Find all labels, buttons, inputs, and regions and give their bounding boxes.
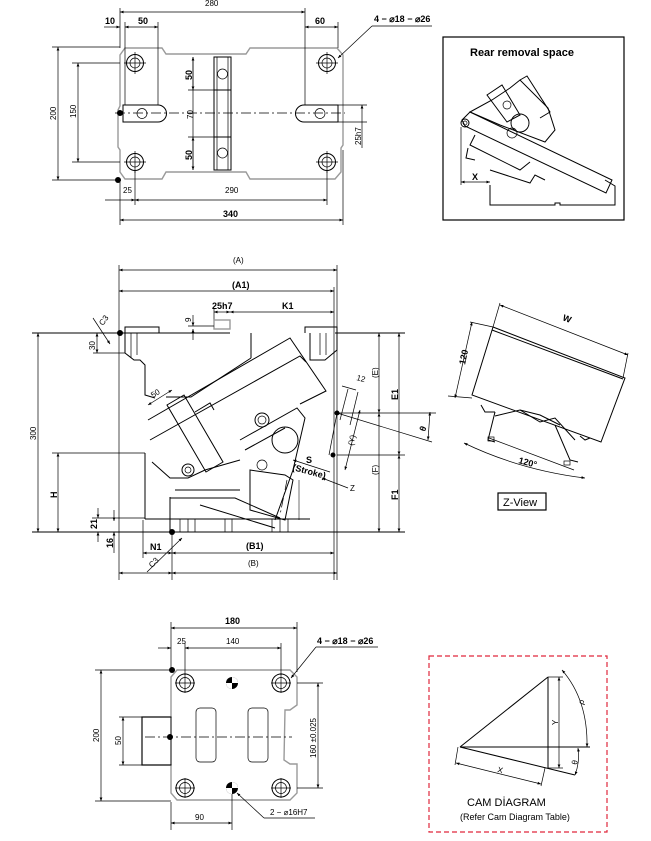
bottom-slot-left: [195, 707, 217, 763]
top-slot-right: [295, 104, 339, 123]
cam-rho: ρ: [576, 698, 586, 706]
dim-bottom-50: 50: [114, 736, 123, 745]
cam-x: X: [497, 765, 505, 775]
dim-90: 90: [195, 813, 204, 822]
dim-theta: θ: [417, 425, 428, 433]
bottom-hole-tl: [175, 673, 195, 693]
cam-diagram-subtitle: (Refer Cam Diagram Table): [460, 812, 570, 822]
z-view-w: W: [561, 313, 573, 326]
dim-25: 25: [123, 186, 132, 195]
rear-removal-panel: Rear removal space X: [442, 36, 625, 221]
z-view-angle: 120°: [517, 455, 538, 470]
bottom-slot-right: [247, 707, 269, 763]
dim-16: 16: [105, 538, 115, 548]
rear-removal-frame: [442, 36, 625, 221]
dim-280: 280: [205, 0, 219, 8]
top-hole-bl: [124, 151, 146, 173]
top-hole-br: [316, 151, 338, 173]
top-hole-callout: 4 − ⌀18 − ⌀26: [374, 14, 430, 24]
dim-y-paren: (Y): [346, 434, 358, 447]
dim-50: 50: [138, 16, 148, 26]
dim-z: Z: [350, 484, 355, 493]
dim-12: 12: [355, 373, 366, 384]
top-hole-tr: [316, 52, 338, 74]
dim-180: 180: [225, 616, 240, 626]
dim-h: H: [49, 492, 59, 499]
top-plate-outline: [117, 47, 344, 180]
dim-10: 10: [105, 16, 115, 26]
dim-b: (B): [248, 559, 259, 568]
dim-e1: E1: [390, 389, 400, 400]
top-slot-left: [122, 104, 167, 123]
cam-diagram-title: CAM DİAGRAM: [467, 796, 546, 809]
dim-c3-top: C3: [97, 313, 111, 327]
dim-160: 160 ±0.025: [309, 717, 318, 758]
dim-9: 9: [184, 317, 193, 322]
dim-50-upper: 50: [184, 70, 194, 80]
dim-a1: (A1): [232, 280, 250, 290]
rear-removal-title: Rear removal space: [470, 47, 574, 59]
z-view-120: 120: [457, 349, 470, 366]
dim-200: 200: [49, 106, 58, 120]
bottom-hole-tr: [271, 673, 291, 693]
z-view-label-box: [497, 492, 547, 511]
bottom-hole-br: [271, 778, 291, 798]
dim-bottom-200: 200: [92, 728, 101, 742]
dim-n1: N1: [150, 542, 162, 552]
dim-e-paren: (E): [371, 367, 380, 378]
dim-140: 140: [226, 637, 240, 646]
top-clamp-block-upper: [213, 56, 232, 91]
dim-21: 21: [89, 519, 99, 529]
key-block: [213, 319, 231, 330]
top-view: 280 10 50 60 200 150 50 70 50 25h7 25 29…: [49, 0, 432, 225]
dim-60: 60: [315, 16, 325, 26]
dim-k1: K1: [282, 301, 294, 311]
dim-150: 150: [69, 104, 78, 118]
dim-340: 340: [223, 209, 238, 219]
dim-f1: F1: [390, 489, 400, 500]
bottom-hole-bl: [175, 778, 195, 798]
dim-bottom-25: 25: [177, 637, 186, 646]
z-view-body: [471, 326, 626, 443]
bottom-hole-callout: 4 − ⌀18 − ⌀26: [317, 636, 373, 646]
dim-300: 300: [29, 426, 38, 440]
dim-a: (A): [233, 256, 244, 265]
dim-30: 30: [88, 341, 97, 350]
bottom-pin-callout: 2 − ⌀16H7: [270, 808, 308, 817]
datum-mark: [117, 110, 123, 116]
bottom-pin-bottom: [226, 782, 238, 794]
dim-25h7: 25h7: [354, 127, 363, 145]
dim-c3-bottom: C3: [147, 555, 161, 569]
z-view: W 120 120° Z-View: [447, 302, 629, 511]
cam-theta: θ: [570, 759, 580, 765]
bottom-view: 180 25 140 200 50 160 ±0.025 90 4 − ⌀18 …: [92, 616, 378, 830]
bottom-plate-outline: [141, 669, 298, 801]
side-view: (A) (A1) 25h7 K1 9: [29, 256, 436, 580]
dim-70: 70: [186, 110, 195, 119]
dim-b1: (B1): [246, 541, 264, 551]
top-hole-tl: [124, 52, 146, 74]
bottom-pin-top: [226, 677, 238, 689]
dim-f-paren: (F): [371, 464, 380, 475]
dim-side-25h7: 25h7: [212, 301, 233, 311]
rear-removal-x: X: [472, 172, 478, 182]
dim-s: S: [306, 455, 312, 465]
cam-y: Y: [551, 719, 560, 725]
z-view-label: Z-View: [503, 497, 537, 509]
cam-diagram-frame: [428, 655, 608, 833]
dim-290: 290: [225, 186, 239, 195]
cam-diagram-panel: Y ρ θ X CAM DİAGRAM (Refer Cam Diagram T…: [428, 655, 608, 833]
top-clamp-block-lower: [213, 136, 232, 171]
dim-50-lower: 50: [184, 150, 194, 160]
